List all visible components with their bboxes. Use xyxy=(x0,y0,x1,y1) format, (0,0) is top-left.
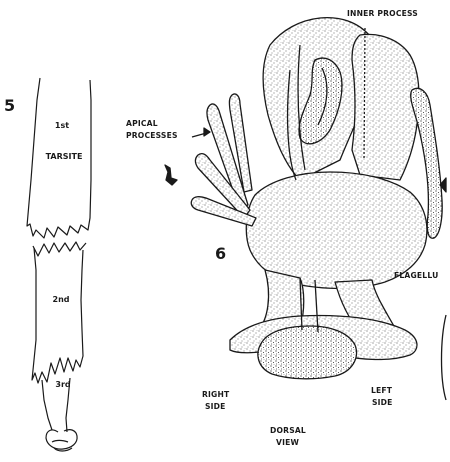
dorsal-view-label-line2: VIEW xyxy=(276,439,299,447)
right-side-label-line2: SIDE xyxy=(205,403,226,411)
apical-processes-label-line2: PROCESSES xyxy=(126,132,178,140)
second-tarsite-outline xyxy=(32,248,83,383)
flagellum-label: FLAGELLU xyxy=(394,272,438,280)
figure-number-6: 6 xyxy=(215,246,226,263)
joint-1-2 xyxy=(33,242,86,256)
tarsite-1-word-label: TARSITE xyxy=(46,153,83,161)
right-edge-curve xyxy=(442,315,447,400)
tarsite-3-label: 3rd xyxy=(55,381,70,389)
figure-number-5: 5 xyxy=(4,98,15,115)
tarsus-drawing xyxy=(27,78,91,451)
apical-processes-label-line1: APICAL xyxy=(126,120,158,128)
upper-right-lobe xyxy=(352,34,419,180)
small-arrow-mark xyxy=(165,165,177,185)
pretarsus xyxy=(46,430,77,450)
right-side-label-line1: RIGHT xyxy=(202,391,229,399)
inner-process-label: INNER PROCESS xyxy=(347,10,418,18)
third-tarsite-outline xyxy=(42,380,52,430)
left-side-label-line1: LEFT xyxy=(371,387,392,395)
tarsite-1-label: 1st xyxy=(55,122,69,130)
bottom-lobe xyxy=(258,326,357,379)
tarsite-2-label: 2nd xyxy=(53,296,70,304)
genitalia-drawing xyxy=(165,18,446,400)
dorsal-view-label-line1: DORSAL xyxy=(270,427,306,435)
left-side-label-line2: SIDE xyxy=(372,399,393,407)
